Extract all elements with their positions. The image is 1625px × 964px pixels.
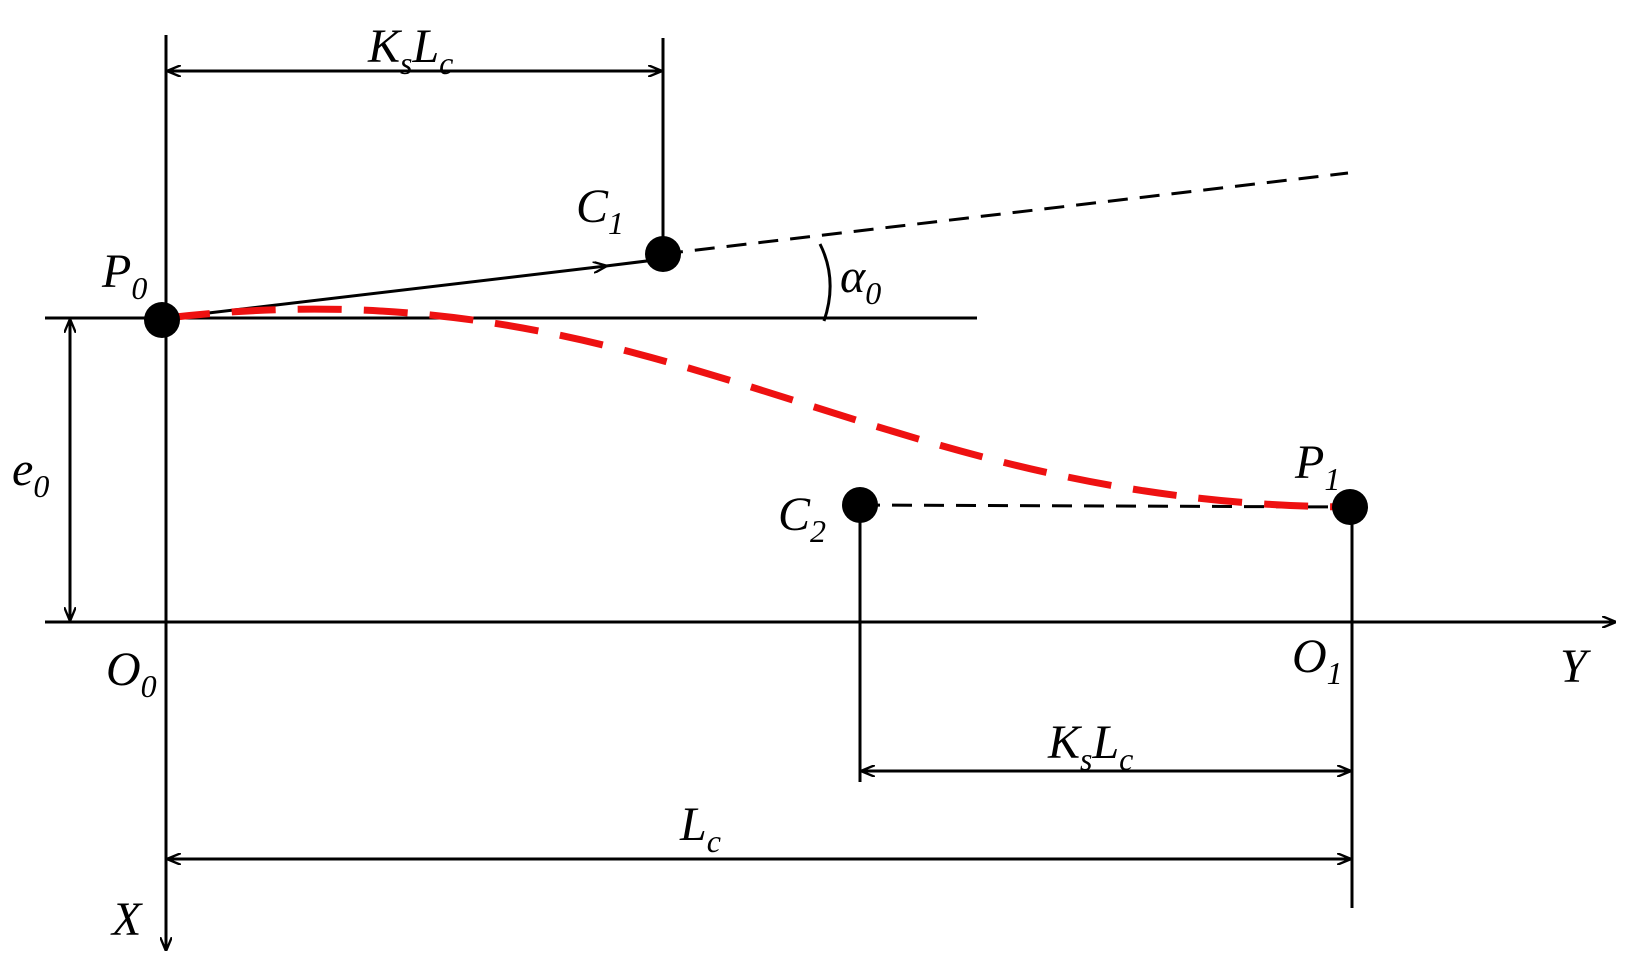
label-o1: O1: [1292, 630, 1343, 691]
label-lc: Lc: [679, 798, 721, 859]
label-y-axis: Y: [1560, 640, 1591, 693]
heading-extension-dashed: [662, 171, 1349, 256]
alpha0-angle-arc: [818, 243, 832, 322]
c2-p1-dashed-line: [859, 503, 1351, 509]
label-c1: C1: [576, 180, 624, 241]
point-c1: [645, 236, 681, 272]
label-ks-lc-top: KsLc: [367, 20, 453, 81]
label-c2: C2: [778, 488, 826, 549]
label-o0: O0: [106, 643, 157, 704]
trajectory-curve: [165, 305, 1353, 511]
label-ks-lc-bottom: KsLc: [1047, 716, 1133, 777]
point-p0: [144, 302, 180, 338]
label-e0: e0: [12, 443, 49, 504]
point-c2: [842, 487, 878, 523]
label-x-axis: X: [110, 893, 143, 946]
label-alpha0: α0: [840, 250, 881, 311]
point-p1: [1332, 489, 1368, 525]
label-p0: P0: [101, 245, 147, 306]
label-p1: P1: [1294, 436, 1340, 497]
